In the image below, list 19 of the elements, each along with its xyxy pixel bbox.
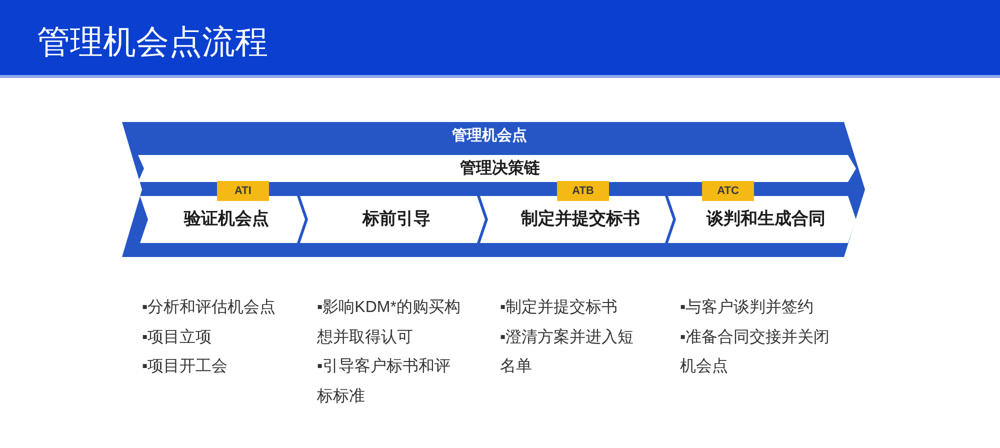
bullet-point: ▪分析和评估机会点 [142,298,277,318]
bullet-point: ▪项目立项 [142,328,213,348]
bullet-point: ▪影响KDM*的购买构想并取得认可 [317,298,462,348]
bullet-point: ▪制定并提交标书 [500,298,619,318]
band-title: 管理机会点 [452,128,527,144]
stage-tag: ATB [557,181,609,201]
bullet-point: ▪项目开工会 [142,357,229,377]
process-step: 验证机会点 [140,196,305,243]
stage-tag: ATI [217,181,269,201]
stage-tag: ATC [702,181,754,201]
bullet-point: ▪与客户谈判并签约 [680,298,815,318]
page-title: 管理机会点流程 [37,24,268,60]
bullet-point: ▪澄清方案并进入短名单 [500,327,635,377]
bullet-point: ▪引导客户标书和评标标准 [317,356,452,406]
process-step: 谈判和生成合同 [668,196,856,243]
process-step: 标前引导 [300,196,485,243]
bullet-point: ▪准备合同交接并关闭机会点 [680,328,831,377]
process-step: 制定并提交标书 [480,196,673,243]
chevron-strip: 管理决策链 [138,155,856,182]
